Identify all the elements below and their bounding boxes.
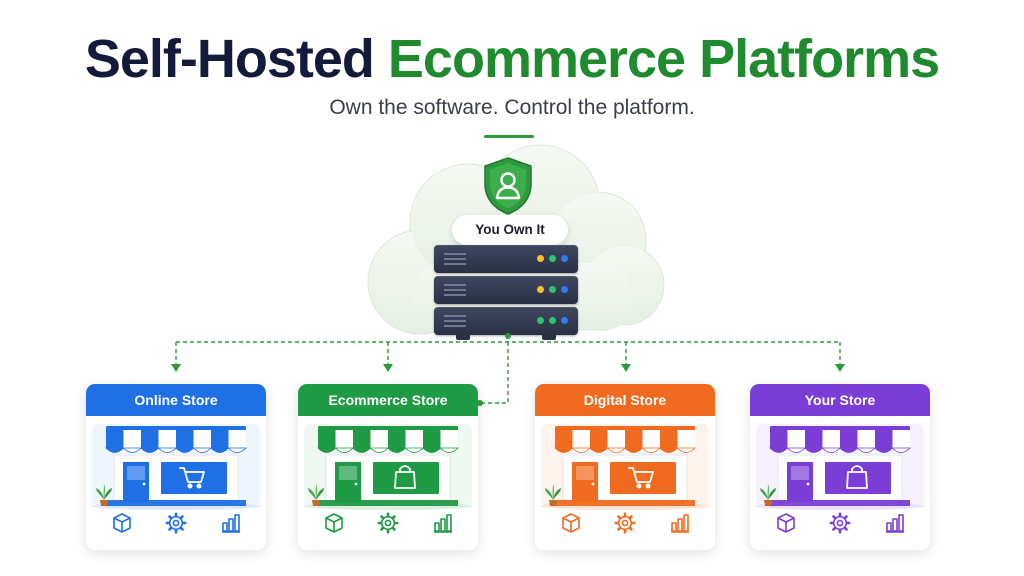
chart-icon[interactable]: [432, 512, 454, 538]
store-card-title: Your Store: [750, 384, 930, 416]
server-unit: [434, 307, 578, 335]
gear-icon[interactable]: [614, 512, 636, 538]
cart-icon: [179, 467, 205, 489]
subtitle: Own the software. Control the platform.: [329, 96, 695, 119]
plant-icon: [545, 484, 561, 506]
gear-icon[interactable]: [377, 512, 399, 538]
plant-icon: [308, 484, 324, 506]
plant-icon: [760, 484, 776, 506]
accent-divider: [484, 135, 534, 138]
box-icon[interactable]: [775, 512, 797, 538]
chart-icon[interactable]: [220, 512, 242, 538]
box-icon[interactable]: [323, 512, 345, 538]
store-card-title: Online Store: [86, 384, 266, 416]
storefront-icon: [535, 416, 715, 514]
store-card-title: Digital Store: [535, 384, 715, 416]
bag-icon: [394, 465, 416, 489]
storefront-icon: [86, 416, 266, 514]
box-icon[interactable]: [111, 512, 133, 538]
title-part-2: Ecommerce Platforms: [387, 29, 940, 89]
gear-icon[interactable]: [829, 512, 851, 538]
server-unit: [434, 276, 578, 304]
store-card[interactable]: Digital Store: [535, 384, 715, 550]
shield-user-icon: [484, 157, 532, 215]
title-part-1: Self-Hosted: [84, 29, 375, 89]
store-card[interactable]: Ecommerce Store: [298, 384, 478, 550]
store-card-title: Ecommerce Store: [298, 384, 478, 416]
chart-icon[interactable]: [884, 512, 906, 538]
cart-icon: [628, 467, 654, 489]
gear-icon[interactable]: [165, 512, 187, 538]
plant-icon: [96, 484, 112, 506]
box-icon[interactable]: [560, 512, 582, 538]
storefront-icon: [750, 416, 930, 514]
store-card[interactable]: Online Store: [86, 384, 266, 550]
bag-icon: [846, 465, 868, 489]
server-unit: [434, 245, 578, 273]
chart-icon[interactable]: [669, 512, 691, 538]
storefront-icon: [298, 416, 478, 514]
hub-label: You Own It: [452, 215, 568, 245]
page-title: Self-Hosted Ecommerce Platforms: [0, 22, 1024, 96]
store-card[interactable]: Your Store: [750, 384, 930, 550]
